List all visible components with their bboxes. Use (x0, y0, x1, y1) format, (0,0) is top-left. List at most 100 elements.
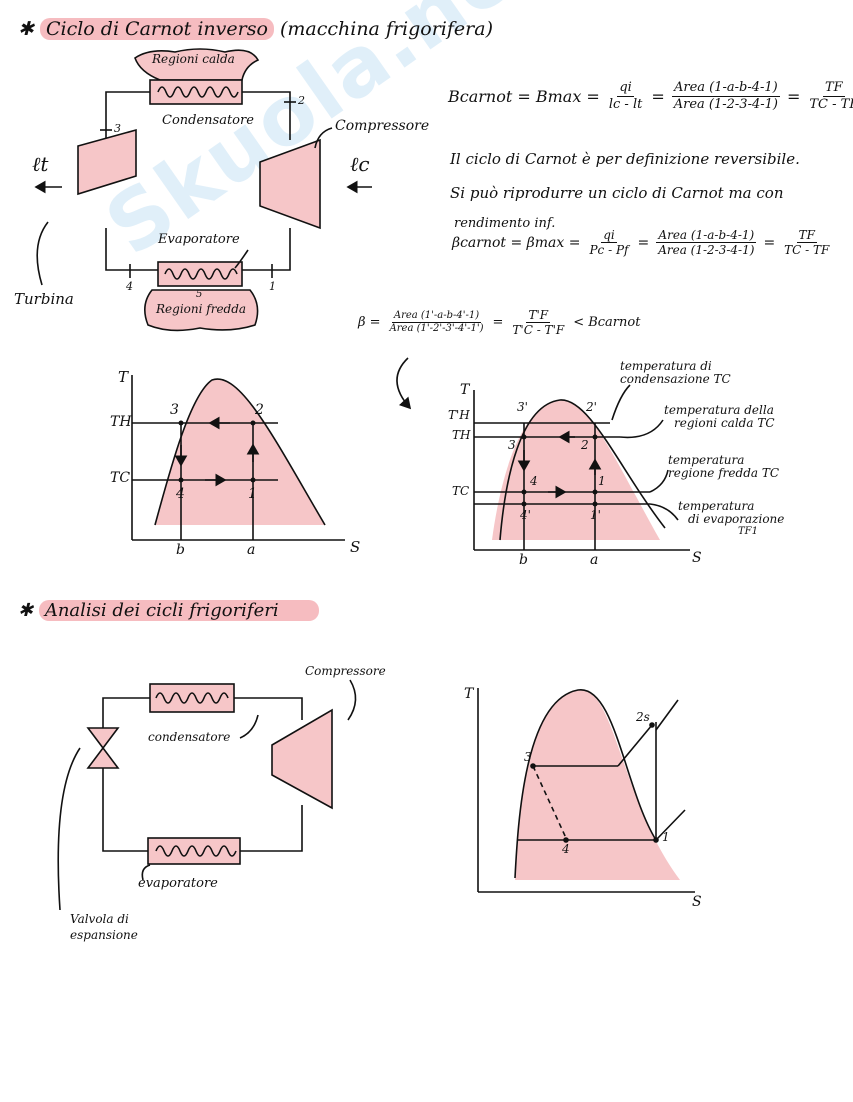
turbine-shape (77, 128, 137, 196)
compressor-work-label: ℓc (350, 152, 370, 176)
formula3-eq: = (492, 315, 504, 331)
ts2-ann2a: temperatura della (664, 403, 774, 417)
ts-diagram-2 (473, 384, 690, 551)
ts2-TH: TH (452, 428, 471, 442)
bullet: ✱ (18, 18, 34, 40)
compressor-shape-2 (271, 708, 333, 810)
condenser-label: Condensatore (162, 113, 254, 128)
formula2-f2-den: Area (1-2-3-4-1) (658, 243, 755, 258)
ts1-TC: TC (110, 470, 131, 486)
ts2-annotation-evaporation: temperatura di evaporazione TF1 (678, 499, 785, 538)
carnot-machine-schematic (34, 48, 372, 332)
ts2-annotation-condensation: temperatura di condensazione TC (620, 360, 731, 385)
valve-shape (86, 727, 120, 769)
ts3-p4: 4 (562, 842, 570, 856)
ts-diagram-1 (131, 375, 345, 541)
formula3-f1-num: Area (1'-a-b-4'-1) (391, 310, 482, 324)
ts2-TC: TC (452, 484, 470, 498)
ts2-ann4b: di evaporazione (688, 512, 785, 527)
formula2-f3-den: TC - TF (784, 243, 830, 258)
section1-title: ✱ Ciclo di Carnot inverso (macchina frig… (18, 18, 493, 40)
formula1-f2-den: Area (1-2-3-4-1) (673, 96, 778, 112)
evaporator-box (157, 261, 243, 287)
formula2-f3-num: TF (796, 228, 817, 244)
ts1-a: a (247, 542, 256, 558)
evaporator-coil (164, 268, 238, 280)
formula1-f3-den: TC - TF (809, 96, 853, 112)
section2-bullet: ✱ (18, 600, 34, 621)
formula1-f2-num: Area (1-a-b-4-1) (671, 80, 780, 97)
ts3-p2: 2s (636, 710, 650, 724)
node-4: 4 (126, 280, 133, 293)
dome-2 (492, 399, 660, 540)
ts2-a: a (590, 552, 599, 568)
ts2-ann4c: TF1 (738, 526, 758, 538)
formula1-f3-num: TF (823, 80, 845, 97)
ts1-b: b (176, 542, 185, 558)
ts2-axis-s: S (692, 550, 702, 566)
dome-1 (155, 379, 325, 525)
formula3-f2-num: T'F (526, 308, 551, 324)
ts2-p4: 4 (530, 474, 538, 488)
ts3-p3: 3 (524, 750, 532, 764)
section2-title: ✱ Analisi dei cicli frigoriferi (18, 600, 319, 621)
ts2-p4p: 4' (520, 508, 531, 522)
formula3-lhs: β = (358, 315, 381, 331)
ts2-p3: 3 (508, 438, 516, 452)
ts3-axis-T: T (464, 686, 474, 702)
formula3-f1-den: Area (1'-2'-3'-4'-1') (389, 323, 484, 335)
ts2-ann3b: regione fredda TC (668, 466, 780, 481)
ts-diagram-3 (477, 688, 695, 893)
condenser-box-2 (149, 683, 235, 713)
ts1-axis-s: S (350, 538, 361, 556)
refrigeration-schematic (57, 679, 357, 911)
formula1-lhs: Bcarnot = Bmax = (448, 86, 600, 106)
section1-title-paren: (macchina frigorifera) (279, 18, 493, 40)
evaporator-box-2 (147, 837, 241, 865)
ts2-p2p: 2' (586, 400, 597, 414)
hot-region-label: Regioni calda (152, 52, 235, 66)
points (178, 420, 659, 843)
turbine-work-label: ℓt (32, 152, 49, 176)
formula2-f1-den: Pc - Pf (589, 243, 629, 258)
ts2-p1p: 1' (590, 508, 601, 522)
ts2-annotation-cold-region: temperatura regione fredda TC (668, 453, 780, 481)
formula-beta: β = Area (1'-a-b-4'-1)Area (1'-2'-3'-4'-… (358, 308, 640, 338)
formula3-rhs: < Bcarnot (573, 315, 641, 331)
section2-title-text: Analisi dei cicli frigoriferi (38, 600, 319, 621)
formula2-lhs: βcarnot = βmax = (452, 234, 581, 251)
cold-region-cloud (144, 289, 259, 332)
ts2-ann4a: temperatura (678, 499, 755, 513)
turbine-label: Turbina (14, 290, 74, 308)
valve-label: Valvola di espansione (70, 912, 138, 943)
link-arrow (396, 357, 412, 410)
valve-label-1: Valvola di (70, 912, 129, 926)
ts2-p2: 2 (581, 438, 589, 452)
cold-region-label: Regioni fredda (156, 302, 247, 316)
section1-title-main: Ciclo di Carnot inverso (39, 18, 274, 40)
ts2-p1: 1 (598, 474, 606, 488)
ts1-p2: 2 (255, 402, 264, 418)
ts2-p3p: 3' (517, 400, 528, 414)
node-3: 3 (114, 122, 121, 135)
formula2-f1-num: qi (601, 228, 617, 244)
ts3-p1: 1 (662, 830, 670, 844)
formula1-f1-num: qi (617, 80, 634, 97)
dome-3 (515, 689, 680, 880)
ts1-p1: 1 (248, 486, 257, 502)
compressor-shape (259, 138, 321, 230)
formula3-f2-den: T'C - T'F (512, 323, 565, 338)
node-1: 1 (269, 280, 276, 293)
ts2-ann2b: regioni calda TC (674, 416, 775, 431)
ts2-TpH: T'H (448, 408, 470, 422)
hot-region-cloud (134, 48, 260, 81)
compressor-label: Compressore (335, 118, 430, 134)
ts3-axis-s: S (692, 894, 702, 910)
condenser-box (149, 79, 243, 105)
ts1-TH: TH (110, 414, 132, 430)
evaporator-label-2: evaporatore (138, 876, 218, 891)
ts2-ann3a: temperatura (668, 453, 745, 467)
